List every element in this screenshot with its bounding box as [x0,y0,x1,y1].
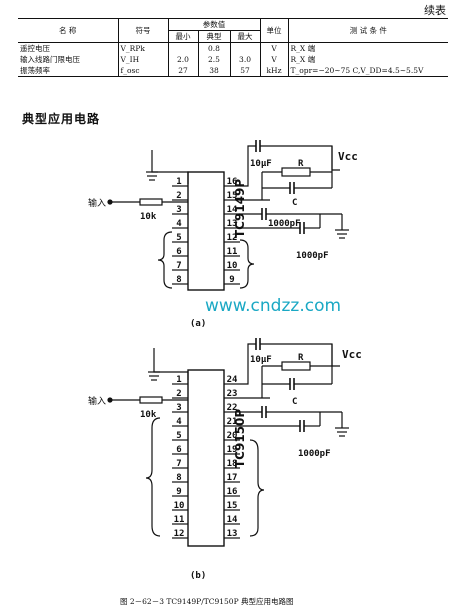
pin-number: 8 [176,473,181,483]
pin-number: 11 [174,515,185,525]
brace-right-icon [249,439,265,537]
brace-left-icon [145,417,161,537]
pin-number: 10 [174,501,185,511]
pin-number: 12 [227,233,238,243]
pin-number: 4 [176,417,182,427]
ground-wire [153,348,189,380]
pin-number: 7 [176,261,181,271]
figure-label-a: (a) [190,319,206,329]
chip-label-a: TC9149P [233,179,247,238]
pin-number: 20 [227,431,238,441]
pin-number: 18 [227,459,238,469]
header-max: 最大 [229,30,261,43]
pin-number: 1 [176,177,181,187]
header-unit: 单位 [259,18,289,43]
ground-wire [151,150,189,184]
input-label-b: 输入 [88,395,106,407]
cap-1000-label-b: 1000pF [298,449,331,459]
input-label-a: 输入 [88,197,106,209]
pin-number: 5 [176,233,181,243]
figure-label-b: (b) [190,571,206,581]
figure-caption: 图 2－62－3 TC9149P/TC9150P 典型应用电路图 [120,597,294,606]
pin-number: 6 [176,445,181,455]
c-label-a: C [292,198,297,208]
pin-number: 22 [227,403,238,413]
input-resistor-icon [139,396,163,404]
pin-number: 19 [227,445,238,455]
pin-number: 9 [229,275,234,285]
header-params: 参数值 [167,18,261,31]
pin-number: 10 [227,261,238,271]
pin-number: 2 [176,191,181,201]
continued-label: 续表 [424,4,446,17]
watermark: www.cndzz.com [205,296,342,316]
brace-left-icon [157,231,173,289]
header-min: 最小 [167,30,198,43]
pin-number: 2 [176,389,181,399]
pin-number: 9 [176,487,181,497]
circuit-a [107,140,349,291]
vcc-label-b: Vcc [342,348,362,361]
resistor-label-a: 10k [140,212,157,222]
r-label-b: R [298,353,304,363]
brace-right-icon [239,239,255,289]
chip-body [187,369,225,547]
pin-number: 8 [176,275,181,285]
section-title: 典型应用电路 [22,112,101,126]
header-symbol: 符号 [117,18,168,43]
pin-number: 12 [174,529,185,539]
resistor-r-icon [281,167,311,177]
pin-number: 23 [227,389,238,399]
pin-number: 15 [227,501,238,511]
pin-number: 13 [227,529,238,539]
header-typ: 典型 [197,30,230,43]
table-row: 遥控电压 V_RPk 0.8 V R_X 端 [18,42,449,54]
cap-top-label-a: 10μF [250,159,272,169]
pin-number: 11 [227,247,238,257]
pin-number: 7 [176,459,181,469]
chip-body [187,171,225,291]
resistor-label-b: 10k [140,410,157,420]
table-row: 振荡频率 f_osc 27 38 57 kHz T_opr=−20~75 C,V… [18,65,449,77]
resistor-r-icon [281,361,311,371]
cap-1000-label-a1: 1000pF [268,219,301,229]
pin-number: 14 [227,205,238,215]
parameter-table: 名 称 符号 参数值 单位 测 试 条 件 最小 典型 最大 遥控电压 V_RP… [18,18,449,77]
c-label-b: C [292,397,297,407]
circuit-b [107,338,349,547]
header-name: 名 称 [18,18,118,43]
pin-number: 16 [227,487,238,497]
table-row: 输入线路门限电压 V_IH 2.0 2.5 3.0 V R_X 端 [18,54,449,65]
pin-number: 1 [176,375,181,385]
header-conditions: 测 试 条 件 [287,18,449,43]
pin-number: 16 [227,177,238,187]
r-label-a: R [298,159,304,169]
cap-top-label-b: 10μF [250,355,272,365]
chip-label-b: TC9150P [233,409,247,468]
input-resistor-icon [139,198,163,206]
pin-number: 5 [176,431,181,441]
pin-number: 14 [227,515,238,525]
cap-1000-label-a2: 1000pF [296,251,329,261]
pin-number: 4 [176,219,182,229]
pin-number: 24 [227,375,238,385]
pin-number: 3 [176,403,181,413]
pin-number: 15 [227,191,238,201]
pin-number: 17 [227,473,238,483]
vcc-label-a: Vcc [338,150,358,163]
pin-number: 21 [227,417,238,427]
pin-number: 3 [176,205,181,215]
pin-number: 13 [227,219,238,229]
pin-number: 6 [176,247,181,257]
